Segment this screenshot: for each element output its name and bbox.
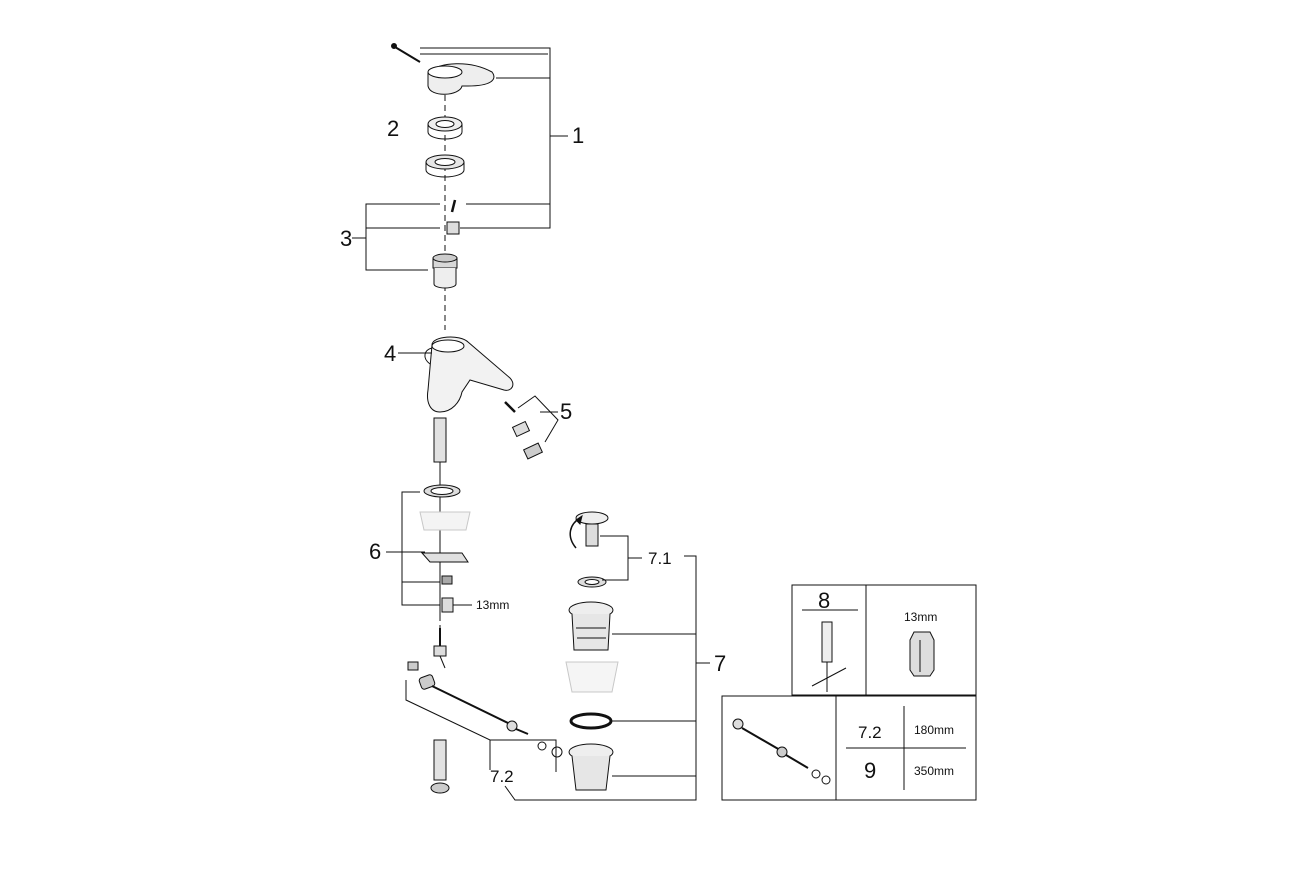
callout-3: 3 — [340, 226, 353, 251]
callout-2: 2 — [387, 116, 400, 141]
callout-5: 5 — [560, 399, 573, 424]
lever-handle-part — [391, 43, 495, 95]
bracket-3 — [352, 203, 440, 271]
cartridge-part — [432, 199, 460, 289]
bracket-6 — [386, 491, 440, 606]
tool-number-8: 8 — [818, 588, 831, 613]
popup-plug-part — [569, 511, 642, 588]
callout-6: 6 — [369, 539, 382, 564]
callout-7-1: 7.1 — [648, 549, 672, 568]
linkage-part — [407, 628, 563, 794]
mounting-set-part — [419, 484, 472, 613]
faucet-body-part — [398, 336, 514, 413]
rod-box — [721, 695, 977, 801]
cap-ring-part — [427, 116, 463, 140]
callout-4: 4 — [384, 341, 397, 366]
bracket-72 — [405, 555, 697, 801]
wrench-size-label: 13mm — [476, 598, 510, 612]
bracket-1 — [420, 47, 568, 229]
rod-length-350: 350mm — [914, 764, 955, 778]
callout-1: 1 — [572, 123, 585, 148]
callout-7-2: 7.2 — [490, 767, 514, 786]
rod-length-180: 180mm — [914, 723, 955, 737]
nut-size-label: 13mm — [904, 610, 938, 624]
aerator-part — [504, 395, 559, 460]
retaining-nut-part — [425, 154, 465, 178]
callout-7: 7 — [714, 651, 727, 676]
rod-part-9: 9 — [864, 758, 877, 783]
waste-body-part — [565, 601, 710, 791]
tool-box — [791, 584, 977, 696]
rod-part-7-2: 7.2 — [858, 723, 882, 742]
